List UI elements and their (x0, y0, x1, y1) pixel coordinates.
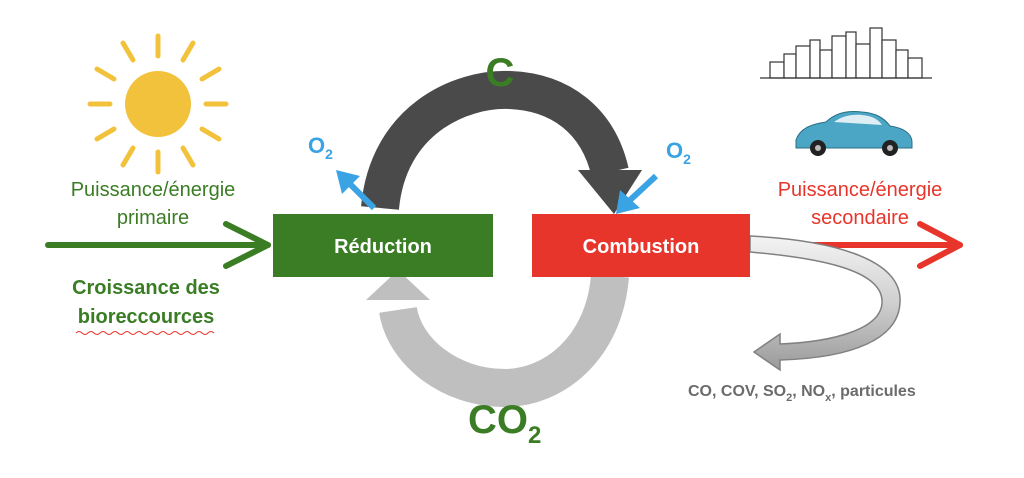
reduction-label: Réduction (334, 236, 432, 258)
primary-energy-line1: Puissance/énergie (71, 179, 236, 201)
co2-label: CO2 (468, 398, 541, 449)
emissions-arrow (749, 235, 901, 372)
combustion-box: Combustion (532, 214, 750, 277)
city-skyline-icon (760, 27, 932, 79)
carbon-label: C (486, 51, 515, 95)
combustion-label: Combustion (583, 236, 700, 258)
sun-icon (87, 33, 229, 175)
secondary-energy-line2: secondaire (811, 207, 909, 229)
primary-energy-arrow (45, 221, 271, 269)
emissions-label: CO, COV, SO2, NOx, particules (688, 383, 916, 404)
car-icon (795, 111, 913, 156)
growth-line1: Croissance des (72, 277, 220, 299)
spellcheck-underline (75, 331, 215, 335)
co2-cycle-arc (366, 270, 629, 408)
o2-left-label: O2 (308, 133, 333, 162)
reduction-box: Réduction (273, 214, 493, 277)
secondary-energy-line1: Puissance/énergie (778, 179, 943, 201)
primary-energy-line2: primaire (117, 207, 189, 229)
o2-right-label: O2 (666, 138, 691, 167)
growth-line2: biorессources (78, 306, 214, 328)
carbon-cycle-arc (361, 70, 642, 214)
o2-intake-arrow (616, 173, 659, 214)
o2-release-arrow (336, 170, 377, 211)
